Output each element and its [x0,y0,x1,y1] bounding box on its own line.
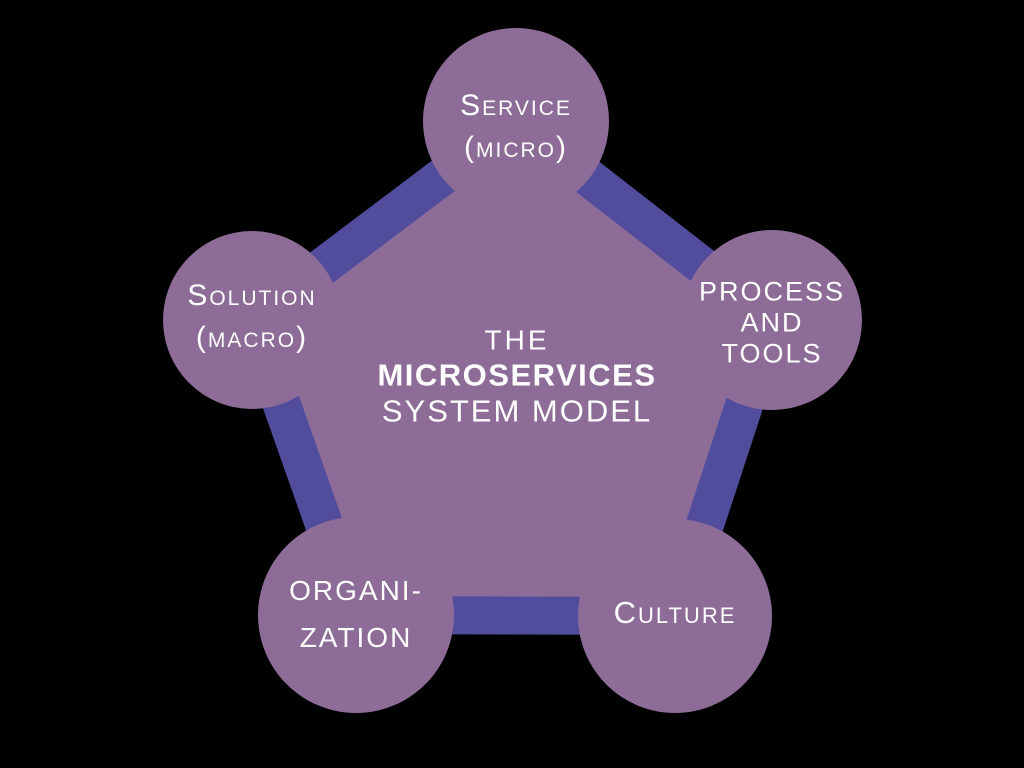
center-title-line-2: MICROSERVICES [377,357,657,393]
solution-circle [163,231,341,409]
process-label-line-2: AND [740,307,804,338]
process-and-tools-node-label: PROCESS AND TOOLS [699,277,845,370]
process-label-line-1: PROCESS [698,276,846,307]
solution-node-label: Solution (macro) [187,275,316,359]
center-title-line-1: THE [484,324,550,356]
solution-label-line-2: (macro) [195,321,309,354]
organization-label-line-1: ORGANI- [289,575,423,606]
service-label-line-2: (micro) [464,131,568,164]
process-and-tools-circle [682,230,862,410]
service-label-line-1: Service [460,89,572,122]
center-title-line-3: SYSTEM MODEL [381,393,653,429]
culture-node-label: Culture [614,595,737,631]
process-label-line-3: TOOLS [721,338,823,369]
culture-circle [578,519,772,713]
organization-label-line-2: ZATION [299,622,413,653]
culture-label-line-1: Culture [613,595,737,630]
organization-node-label: ORGANI- ZATION [289,567,423,661]
center-title: THE MICROSERVICES SYSTEM MODEL [377,323,656,430]
service-circle [423,28,609,214]
solution-label-line-1: Solution [187,279,317,312]
organization-circle [258,517,454,713]
service-node-label: Service (micro) [460,85,572,169]
